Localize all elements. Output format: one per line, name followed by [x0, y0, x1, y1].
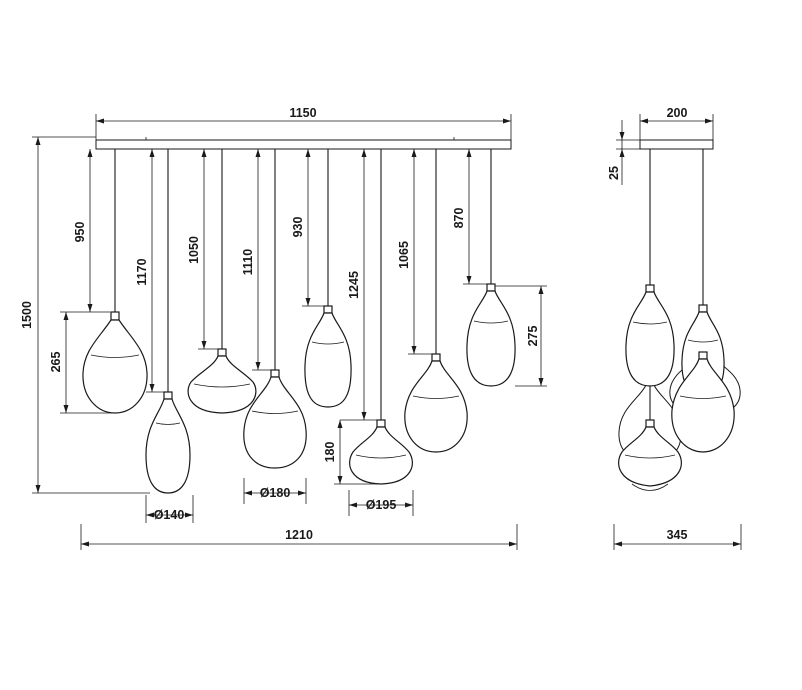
dimension-shade-height-globe: 265 — [49, 311, 115, 414]
dimension-canopy-width: 1150 — [95, 106, 512, 140]
bowl-shade — [349, 426, 413, 485]
diameter-label-medium: Ø180 — [260, 486, 291, 500]
side-view: 200 25 — [607, 106, 742, 550]
dimension-side-canopy-height: 25 — [607, 120, 640, 185]
canopy-screws — [145, 137, 455, 140]
drop-label-2: 1170 — [135, 258, 149, 285]
total-height-label: 1500 — [20, 301, 34, 329]
pendant-2: 1170 — [135, 149, 191, 494]
dimension-total-height: 1500 — [20, 136, 150, 494]
pendant-1: 950 — [73, 149, 148, 414]
drop-label-7: 1065 — [397, 241, 411, 269]
canopy-width-label: 1150 — [289, 106, 316, 120]
globe-shade — [82, 319, 148, 414]
side-canopy-width-label: 200 — [667, 106, 688, 120]
pendant-4: 1110 — [241, 149, 307, 469]
shade-height-label-globe: 265 — [49, 352, 63, 373]
dimension-diameter-narrow: Ø140 — [145, 495, 194, 523]
side-canopy-height-label: 25 — [607, 166, 621, 180]
side-canopy — [639, 139, 714, 150]
dimension-diameter-wide: Ø195 — [348, 490, 414, 516]
side-depth-label: 345 — [667, 528, 688, 542]
dimension-shade-height-teardrop: 275 — [495, 285, 547, 387]
diameter-label-narrow: Ø140 — [154, 508, 185, 522]
globe-shade — [243, 376, 307, 469]
dimension-shade-height-bowl: 180 — [323, 420, 381, 485]
dimension-diameter-medium: Ø180 — [243, 478, 307, 504]
dimension-side-canopy-width: 200 — [639, 106, 714, 140]
bowl-shade — [187, 355, 257, 414]
side-shade-teardrop — [625, 284, 675, 387]
drop-label-1: 950 — [73, 222, 87, 243]
shade-height-label-teardrop: 275 — [526, 326, 540, 347]
canopy-bar — [95, 139, 512, 150]
pendant-8: 870 — [452, 149, 516, 387]
drop-label-3: 1050 — [187, 236, 201, 264]
front-view: 1150 1500 950 — [20, 106, 547, 550]
side-shade-bowl-front — [618, 386, 682, 491]
teardrop-shade — [304, 312, 352, 408]
drop-label-6: 1245 — [347, 271, 361, 299]
teardrop-shade — [466, 290, 516, 387]
globe-shade — [404, 360, 468, 453]
pendant-5: 930 — [291, 149, 352, 408]
total-width-label: 1210 — [285, 528, 313, 542]
dimension-total-width: 1210 — [80, 524, 518, 550]
drop-label-5: 930 — [291, 217, 305, 238]
diameter-label-wide: Ø195 — [366, 498, 397, 512]
pendant-6: 1245 — [340, 149, 413, 485]
pendant-7: 1065 — [397, 149, 468, 453]
shade-height-label-bowl: 180 — [323, 442, 337, 463]
drop-label-4: 1110 — [241, 249, 255, 275]
drop-label-8: 870 — [452, 208, 466, 229]
side-shade-globe-front — [671, 351, 735, 453]
dimension-side-depth: 345 — [613, 524, 742, 550]
pendant-3: 1050 — [187, 149, 257, 414]
teardrop-shade — [145, 398, 191, 494]
